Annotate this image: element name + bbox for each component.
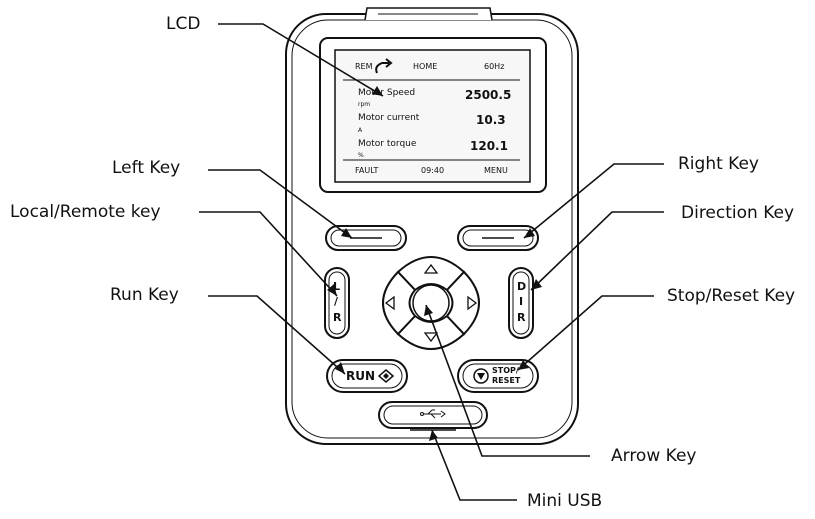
local-remote-key[interactable] (324, 267, 350, 339)
arrowhead-direction (531, 279, 542, 290)
triangle-up-icon (423, 263, 439, 274)
rotate-arrow-head (385, 58, 393, 68)
label-lcd: LCD (166, 14, 201, 34)
run-diamond-icon (377, 369, 395, 383)
arrowhead-lcd (372, 86, 383, 96)
triangle-right-icon (467, 295, 478, 311)
stop-key-label-line1: STOP/ (492, 366, 519, 375)
run-key[interactable] (326, 359, 408, 393)
arrowhead-local-remote (327, 284, 337, 296)
direction-letter: D (517, 280, 527, 293)
run-key-label: RUN (346, 369, 376, 383)
leader-arrow-key (425, 304, 590, 457)
local-remote-letter: / (334, 295, 339, 308)
leader-mini-usb (431, 429, 517, 501)
right-key-inner (462, 229, 534, 247)
leader-right-key (523, 163, 664, 239)
run-key-inner (331, 363, 403, 389)
lcd-row-name: Motor current (358, 113, 420, 123)
arrow-center-key[interactable] (412, 284, 450, 322)
leader-lines (199, 23, 664, 501)
local-remote-key-inner (328, 271, 346, 335)
label-left-key: Left Key (112, 158, 181, 178)
lcd-row-value: 2500.5 (465, 88, 512, 102)
arrowhead-left-key (341, 228, 352, 238)
leader-direction (530, 211, 664, 291)
label-mini-usb: Mini USB (527, 491, 603, 511)
leader-run-key (208, 295, 346, 375)
local-remote-letter: L (333, 280, 341, 293)
leader-lcd (218, 23, 384, 97)
stop-reset-key-inner (462, 363, 534, 389)
leader-stop-reset (517, 295, 654, 371)
arrow-right-key[interactable] (445, 270, 480, 336)
usb-icon (420, 409, 446, 419)
left-key-inner (330, 229, 402, 247)
arrowhead-stop-reset (518, 360, 529, 370)
arrowhead-arrow-key (424, 305, 433, 316)
lcd-footer-center: 09:40 (421, 166, 445, 175)
run-diamond-inner-icon (383, 373, 389, 379)
leader-local-remote (199, 211, 338, 297)
mini-usb-port-inner (383, 405, 483, 425)
direction-key-inner (512, 271, 530, 335)
label-local-remote-key: Local/Remote key (10, 202, 161, 222)
rotate-arrow-icon (375, 62, 389, 74)
lcd-row-unit: % (358, 152, 364, 159)
lcd-footer-right: MENU (484, 166, 508, 175)
arrowhead-right-key (524, 228, 535, 238)
triangle-down-icon (423, 332, 439, 343)
stop-icon (473, 368, 489, 384)
local-remote-letter: R (333, 311, 342, 324)
stop-key-label-line2: RESET (492, 376, 521, 385)
arrowhead-run-key (335, 362, 345, 374)
lcd-row-unit: A (358, 127, 363, 134)
label-run-key: Run Key (110, 285, 179, 305)
leader-arrowheads (327, 86, 542, 441)
lcd-status-center: HOME (413, 62, 438, 71)
triangle-left-icon (384, 295, 395, 311)
lcd-row-unit: rpm (358, 101, 371, 108)
label-arrow-key: Arrow Key (611, 446, 697, 466)
direction-key[interactable] (508, 267, 534, 339)
lcd-footer-left: FAULT (355, 166, 379, 175)
lcd-row-name: Motor torque (358, 139, 417, 149)
lcd-row-value: 120.1 (470, 139, 508, 153)
lcd-row-value: 10.3 (476, 113, 506, 127)
leader-left-key (208, 169, 353, 239)
arrow-left-key[interactable] (382, 270, 417, 336)
stop-reset-key[interactable] (457, 359, 539, 393)
stop-icon-inner (477, 373, 485, 380)
label-right-key: Right Key (678, 154, 759, 174)
lcd-row-name: Motor Speed (358, 88, 416, 98)
lcd-status-right: 60Hz (484, 62, 505, 71)
direction-letter: R (517, 311, 526, 324)
lcd-status-left: REM (355, 62, 373, 71)
label-stop-reset-key: Stop/Reset Key (667, 286, 796, 306)
label-direction-key: Direction Key (681, 203, 795, 223)
direction-letter: I (519, 295, 524, 308)
arrowhead-mini-usb (429, 430, 438, 441)
mini-usb-port[interactable] (378, 401, 488, 429)
